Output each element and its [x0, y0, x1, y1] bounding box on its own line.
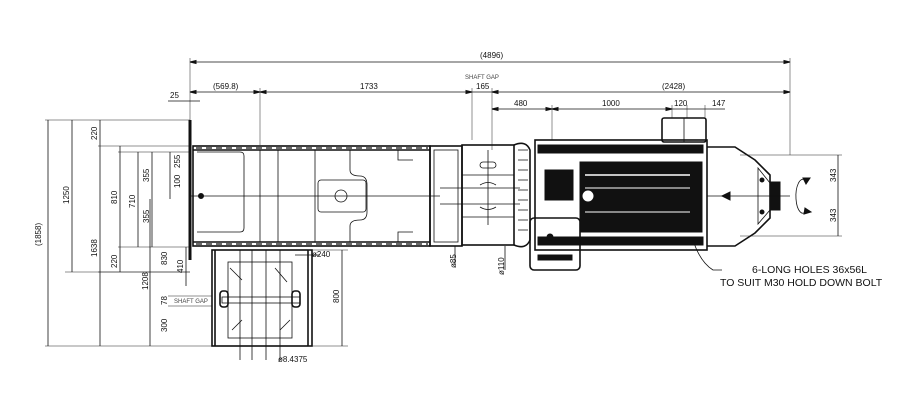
dim-half-lower: 355 [142, 209, 151, 223]
dim-overall-length: (4896) [480, 51, 503, 60]
dim-brake-shaft-diameter: ø8.4375 [278, 355, 308, 364]
dim-half-upper: 355 [142, 168, 151, 182]
dim-motor-foot-spacing: 1000 [602, 99, 620, 108]
dim-shaft-gap-vertical: 78 [160, 296, 169, 305]
dim-inner-width: 710 [128, 194, 137, 208]
dim-gearbox-length: 1733 [360, 82, 378, 91]
dim-shaft-offset-upper: 255 [173, 154, 182, 168]
dim-shaft-drop: 410 [176, 259, 185, 273]
dim-coupling-shaft-small: ø85 [449, 254, 458, 268]
dim-shaft-gap-top: 165 [476, 82, 490, 91]
coupling-section: ø85 ø110 [429, 144, 520, 275]
dim-shaft-offset-small: 100 [173, 174, 182, 188]
dim-base-total: 1638 [90, 239, 99, 257]
dim-brake-height: 800 [332, 289, 341, 303]
dim-to-shaft: 830 [160, 251, 169, 265]
dim-motor-half-upper: 343 [829, 168, 838, 182]
dim-terminal-box-width: 120 [674, 99, 688, 108]
dim-motor-half-lower: 343 [829, 208, 838, 222]
gearbox-base-frame: ø240 [188, 120, 440, 260]
dim-overall-width: (1858) [34, 223, 43, 246]
dim-terminal-box-offset: 147 [712, 99, 726, 108]
dim-coupling-shaft-large: ø110 [497, 257, 506, 275]
electric-motor [513, 117, 790, 271]
hold-down-bolt-note: 6-LONG HOLES 36x56L TO SUIT M30 HOLD DOW… [692, 239, 883, 289]
shaft-gap-label-left: SHAFT GAP [174, 299, 208, 305]
dim-motor-foot-offset: 480 [514, 99, 528, 108]
dim-brake-section: 1208 [141, 272, 150, 290]
motor-height-dimensions: 343 343 [740, 154, 842, 237]
dim-output-shaft-diameter: ø240 [312, 250, 331, 259]
dim-offset-25: 25 [170, 91, 179, 100]
dim-lower-gap: 220 [110, 254, 119, 268]
vertical-dimension-chain: (1858) 1250 220 1638 810 220 710 355 355… [34, 119, 215, 347]
shaft-gap-label-top: SHAFT GAP [465, 75, 499, 81]
note-line-1: 6-LONG HOLES 36x56L [752, 264, 867, 276]
rotation-arrow-icon [795, 177, 813, 215]
note-line-2: TO SUIT M30 HOLD DOWN BOLT [720, 277, 883, 289]
dim-gearbox-width: 810 [110, 190, 119, 204]
horizontal-dimension-chain: (4896) 25 (569.8) 1733 SHAFT GAP 165 (24… [168, 51, 791, 155]
dim-coupling-section: (569.8) [213, 82, 239, 91]
dim-upper-gap: 220 [90, 126, 99, 140]
dim-motor-section: (2428) [662, 82, 685, 91]
brake-unit: 800 ø8.4375 [211, 249, 348, 364]
dim-lower-section: 300 [160, 318, 169, 332]
dim-base-width: 1250 [62, 186, 71, 204]
